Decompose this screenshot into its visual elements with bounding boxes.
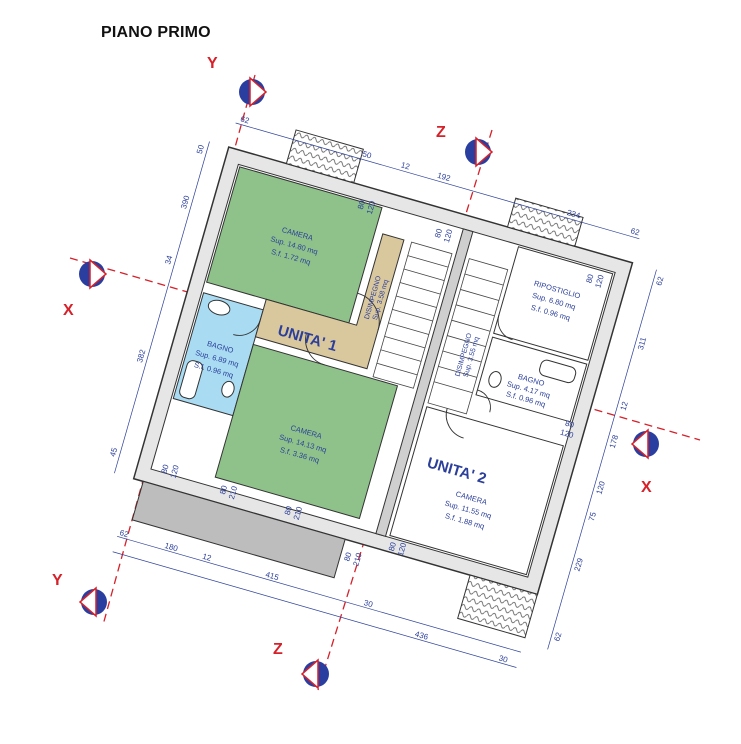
dim-text: 178	[608, 433, 620, 449]
section-marker-x-left	[79, 258, 108, 290]
dim-text: 415	[264, 570, 280, 582]
dim-text: 382	[135, 348, 147, 364]
dim-text: 75	[587, 511, 598, 523]
section-label-y-bottom: Y	[52, 572, 63, 589]
dim-text: 12	[201, 552, 213, 563]
dim-text: 436	[414, 629, 430, 641]
dim-text: 50	[195, 143, 206, 155]
building: UNITA' 1 UNITA' 2 CAMERA Sup. 14.80 mq S…	[108, 114, 666, 668]
dim-text: 62	[239, 114, 251, 125]
dim-text: 30	[498, 653, 510, 664]
room-camera-c	[389, 406, 564, 576]
win-dim: 120	[168, 464, 180, 480]
section-label-x-right: X	[641, 479, 652, 496]
dim-text: 234	[566, 208, 582, 220]
win-dim: 80	[564, 419, 576, 430]
win-dim: 80	[218, 484, 229, 496]
bathtub-2-icon	[539, 359, 577, 384]
section-marker-x-right	[630, 428, 659, 460]
win-dim: 120	[365, 199, 377, 215]
section-marker-y-bottom	[78, 586, 107, 618]
section-marker-y-top	[239, 76, 268, 108]
dim-text: 120	[595, 480, 607, 496]
win-dim: 210	[227, 484, 239, 500]
win-dim: 80	[584, 273, 595, 285]
sink-icon	[207, 299, 231, 316]
win-dim: 120	[559, 428, 575, 440]
stairs-1	[372, 241, 453, 389]
dim-text: 62	[552, 631, 563, 643]
dim-text: 192	[436, 171, 452, 183]
section-label-x-left: X	[63, 302, 74, 319]
dim-text: 12	[400, 160, 412, 171]
section-label-z-bottom: Z	[273, 641, 283, 658]
dim-text: 62	[119, 528, 131, 539]
section-marker-z-top	[465, 136, 494, 168]
room-bagno-2	[475, 336, 588, 423]
dim-text: 30	[363, 598, 375, 609]
win-dim: 210	[292, 505, 304, 521]
balcony-top-right	[506, 197, 584, 247]
dim-text: 311	[636, 336, 648, 351]
dim-text: 180	[164, 541, 180, 553]
party-wall	[375, 228, 474, 537]
section-marker-z-bottom	[300, 658, 329, 690]
room-disimpegno-1	[254, 233, 405, 370]
dim-text: 34	[163, 254, 174, 266]
dim-text: 229	[573, 556, 585, 572]
balcony-bottom-right	[457, 574, 538, 639]
dim-text: 12	[619, 400, 630, 412]
win-dim: 120	[593, 273, 605, 289]
win-dim: 80	[433, 227, 444, 239]
dim-text: 390	[179, 194, 191, 210]
terrace-bottom	[131, 480, 346, 579]
room-ripostiglio	[493, 246, 614, 361]
win-dim: 120	[442, 228, 454, 244]
toilet-icon	[221, 380, 235, 398]
door-swings	[233, 292, 513, 439]
section-label-y-top: Y	[207, 55, 218, 72]
door-dim: 210	[351, 551, 363, 567]
win-dim: 80	[387, 541, 398, 553]
dim-text: 62	[654, 275, 665, 287]
win-dim: 80	[356, 199, 367, 211]
page-title: PIANO PRIMO	[101, 24, 211, 41]
dim-text: 62	[630, 226, 642, 237]
dimension-lines	[112, 122, 657, 668]
win-dim: 120	[396, 541, 408, 557]
door-dim: 80	[342, 551, 353, 563]
dim-text: 50	[361, 149, 373, 160]
room-camera-b	[214, 343, 399, 520]
dim-text: 45	[108, 446, 119, 458]
toilet-2-icon	[488, 371, 502, 388]
win-dim: 80	[159, 463, 170, 475]
section-markers	[78, 76, 659, 690]
bathtub-icon	[179, 360, 204, 400]
win-dim: 80	[283, 505, 294, 517]
section-label-z-top: Z	[436, 124, 446, 141]
